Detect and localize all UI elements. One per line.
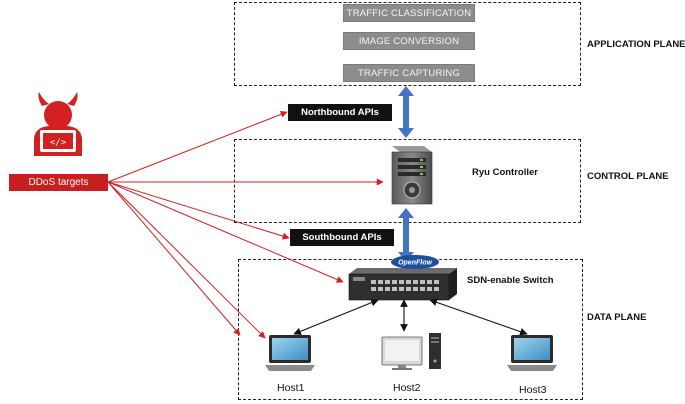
network-switch-icon (348, 268, 457, 301)
attack-arrow-to-switch (107, 181, 344, 283)
host3-label: Host3 (519, 384, 547, 396)
northbound-apis-tag: Northbound APIs (288, 104, 392, 121)
southbound-double-arrow (398, 208, 414, 262)
svg-text:</>: </> (50, 138, 67, 148)
laptop-icon (507, 335, 557, 371)
control-plane-label: CONTROL PLANE (587, 171, 669, 182)
host1-label: Host1 (277, 382, 305, 394)
server-icon (391, 146, 433, 205)
sdn-switch-label: SDN-enable Switch (467, 275, 554, 286)
ddos-targets-label: DDoS targets (9, 174, 108, 191)
attack-arrow-to-southbound (107, 181, 290, 240)
openflow-logo: OpenFlow (391, 255, 439, 269)
openflow-logo-text: OpenFlow (398, 260, 432, 267)
image-conversion-module: IMAGE CONVERSION (343, 32, 475, 50)
devil-hacker-icon: </> (34, 92, 82, 156)
desktop-computer-icon (381, 333, 441, 370)
data-plane-label: DATA PLANE (587, 312, 647, 323)
link-switch-host3 (429, 298, 528, 336)
northbound-double-arrow (398, 86, 414, 138)
traffic-classification-module: TRAFFIC CLASSIFICATION (343, 4, 475, 22)
application-plane-label: APPLICATION PLANE (587, 39, 685, 50)
attack-arrow-to-northbound (107, 111, 288, 183)
attack-arrow-to-host1 (107, 181, 266, 339)
host2-label: Host2 (393, 382, 421, 394)
link-switch-host1 (293, 299, 379, 335)
laptop-icon (265, 335, 315, 371)
application-plane-box (234, 2, 581, 86)
ryu-controller-label: Ryu Controller (472, 167, 538, 178)
switch-host-links (293, 298, 528, 336)
attack-arrow-to-data-plane (107, 181, 241, 336)
southbound-apis-tag: Southbound APIs (290, 229, 394, 246)
attack-arrows (107, 111, 384, 339)
traffic-capturing-module: TRAFFIC CAPTURING (343, 64, 475, 82)
